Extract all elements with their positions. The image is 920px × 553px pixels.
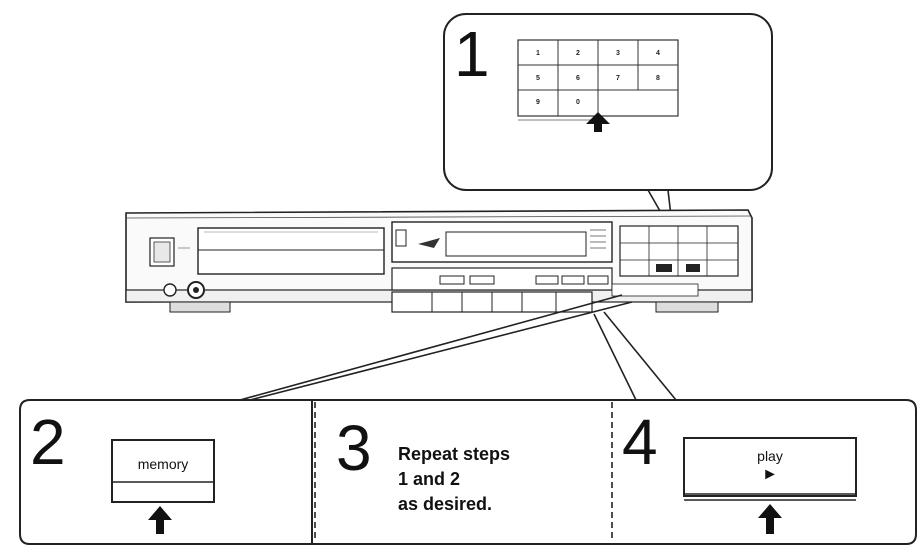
- keypad-key-9: 9: [536, 99, 540, 106]
- keypad-key-0: 0: [576, 99, 580, 106]
- step-number-2: 2: [30, 406, 66, 478]
- step-number-3: 3: [336, 412, 372, 484]
- cd-player-device: [125, 209, 753, 313]
- step-3-line-3: as desired.: [398, 494, 493, 514]
- keypad-key-3: 3: [616, 50, 620, 57]
- keypad-key-8: 8: [656, 75, 660, 82]
- keypad-enlarged: 1 2 3 4 5 6 7 8 9 0: [517, 39, 679, 121]
- step-3-line-1: Repeat steps: [398, 444, 511, 464]
- memory-button-label: memory: [137, 456, 189, 472]
- step-number-1: 1: [454, 18, 490, 90]
- keypad-key-5: 5: [536, 75, 540, 82]
- play-button-label: play: [757, 448, 783, 464]
- keypad-key-2: 2: [576, 50, 580, 57]
- callout-3-box: [312, 399, 613, 545]
- step-3-line-2: 1 and 2: [398, 469, 461, 489]
- play-button-graphic: [683, 437, 857, 497]
- memory-button-graphic: [111, 439, 215, 503]
- arrow-up-icon-4: [758, 504, 782, 534]
- step-number-4: 4: [622, 406, 658, 478]
- callout-4-box: [612, 399, 917, 545]
- step-3-instructions: Repeat steps 1 and 2 as desired.: [398, 442, 598, 517]
- arrow-up-icon-1: [586, 112, 610, 132]
- keypad-key-4: 4: [656, 50, 660, 57]
- play-symbol-icon: ►: [762, 466, 778, 483]
- arrow-up-icon-2: [148, 506, 172, 534]
- keypad-key-7: 7: [616, 75, 620, 82]
- keypad-key-1: 1: [536, 50, 540, 57]
- keypad-key-6: 6: [576, 75, 580, 82]
